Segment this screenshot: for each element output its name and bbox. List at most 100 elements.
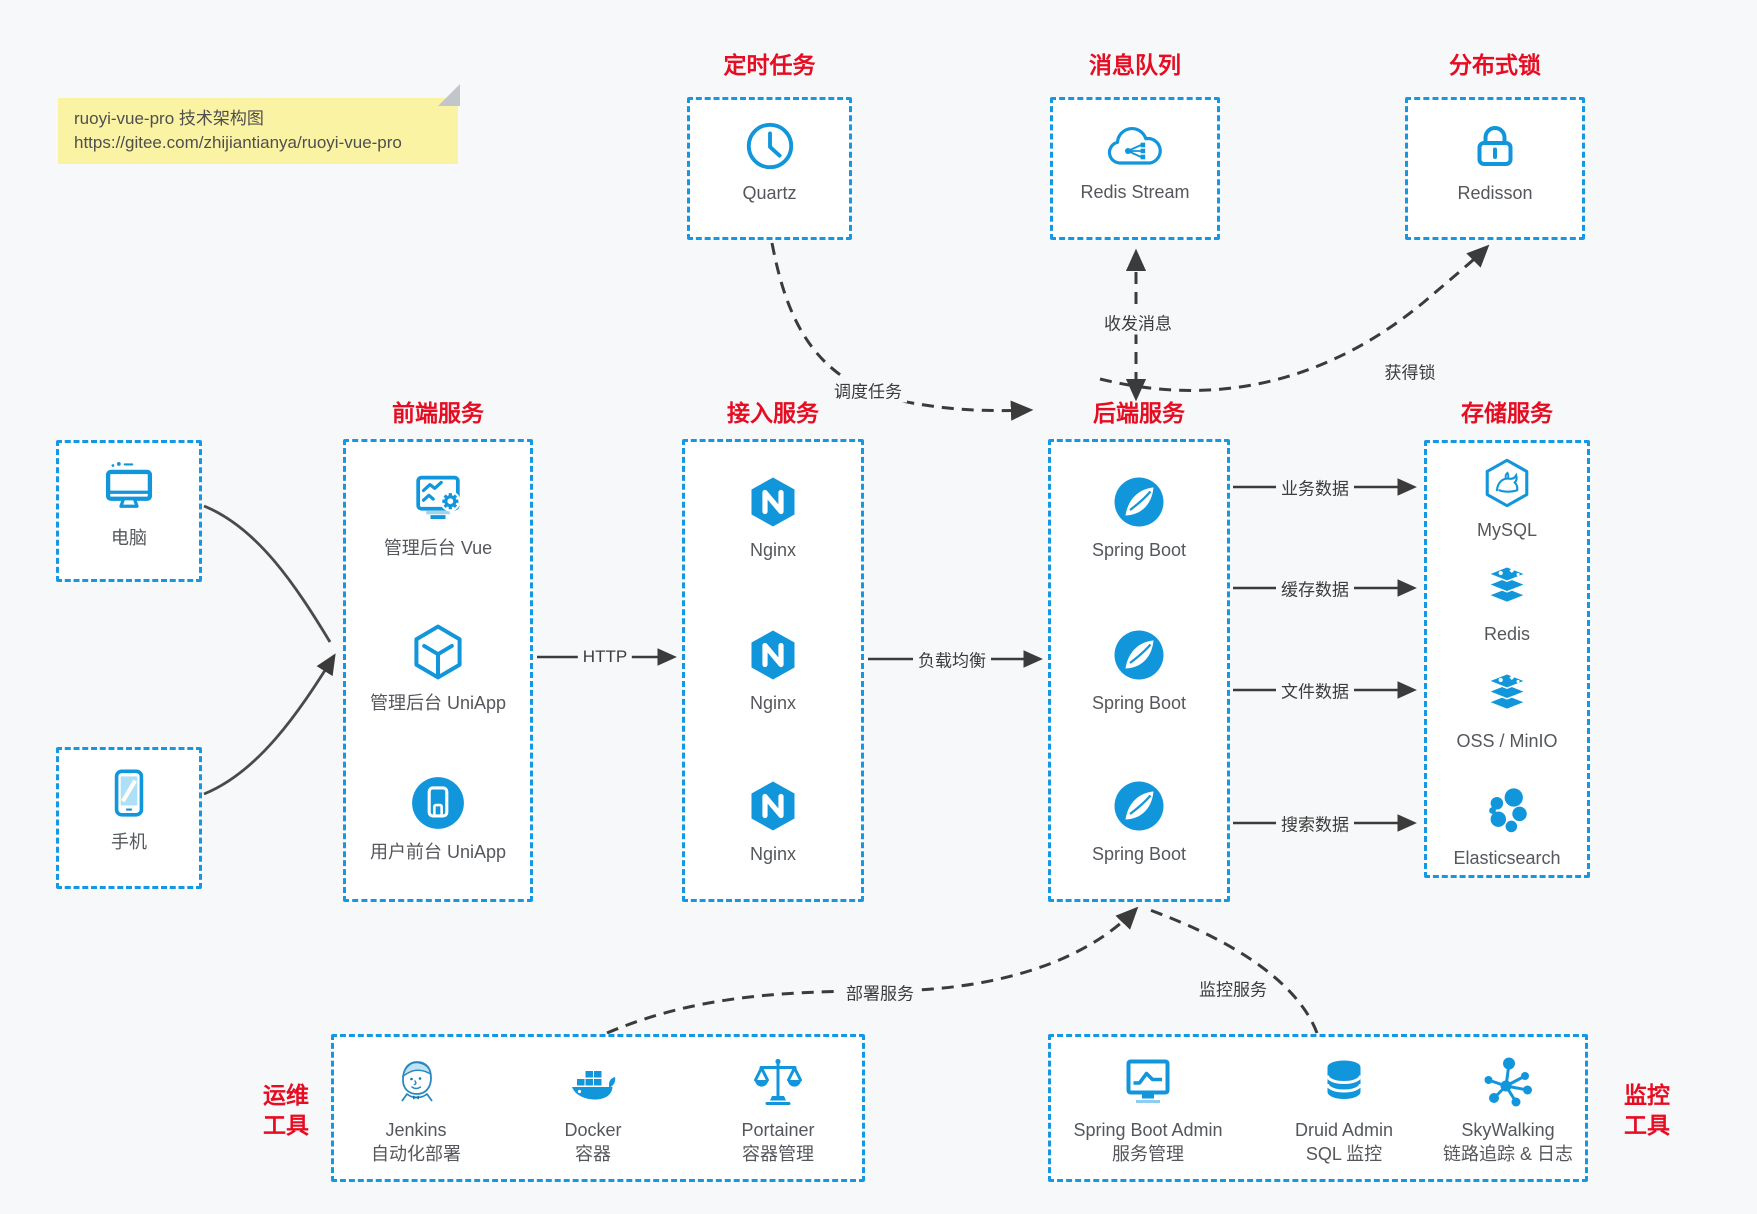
box-monitor-tools	[1048, 1034, 1588, 1182]
node-sublabel: 服务管理	[1112, 1144, 1184, 1164]
edge-label-cache-data: 缓存数据	[1276, 575, 1354, 601]
node-skywalking: SkyWalking 链路追踪 & 日志	[1423, 1054, 1593, 1166]
node-sublabel: 容器管理	[742, 1144, 814, 1164]
portainer-icon	[750, 1054, 806, 1110]
node-nginx-3: Nginx	[682, 778, 864, 866]
node-sublabel: SQL 监控	[1305, 1144, 1383, 1164]
box-storage	[1424, 440, 1590, 878]
node-druid-admin: Druid Admin SQL 监控	[1264, 1054, 1424, 1166]
box-redisson	[1405, 97, 1585, 240]
skywalking-icon	[1480, 1054, 1536, 1110]
node-label: SkyWalking	[1461, 1120, 1555, 1140]
node-admin-uniapp: 管理后台 UniApp	[343, 621, 533, 715]
node-user-uniapp: 用户前台 UniApp	[343, 774, 533, 864]
node-label: MySQL	[1476, 520, 1537, 540]
node-sublabel: 容器	[575, 1144, 611, 1164]
cloud-stream-icon	[1103, 122, 1167, 172]
spring-boot-admin-icon	[1120, 1054, 1176, 1110]
lock-icon	[1467, 117, 1523, 173]
edge-label-monitor-service: 监控服务	[1194, 975, 1272, 1001]
admin-vue-icon	[408, 468, 468, 528]
node-quartz: Quartz	[687, 119, 852, 205]
edge-phone-to-frontend	[203, 653, 336, 796]
cube-icon	[407, 621, 469, 683]
nginx-icon	[745, 778, 801, 834]
group-title-ops-tools: 运维 工具	[263, 1082, 309, 1138]
node-pc: 电脑	[56, 458, 202, 550]
group-title-access: 接入服务	[727, 400, 819, 426]
box-ops-tools	[331, 1034, 865, 1182]
node-label: 管理后台 UniApp	[369, 693, 507, 713]
node-label: 电脑	[111, 528, 147, 548]
jenkins-icon	[388, 1054, 444, 1110]
box-redis-stream	[1050, 97, 1220, 240]
elasticsearch-icon	[1480, 784, 1534, 838]
node-redis: Redis	[1424, 560, 1590, 646]
group-title-backend: 后端服务	[1093, 400, 1185, 426]
node-elasticsearch: Elasticsearch	[1424, 784, 1590, 870]
node-label: Quartz	[742, 183, 797, 203]
edge-label-send-receive-message: 收发消息	[1099, 309, 1177, 335]
node-label: 用户前台 UniApp	[369, 842, 507, 862]
node-admin-vue: 管理后台 Vue	[343, 468, 533, 560]
edge-label-http: HTTP	[577, 647, 633, 667]
docker-icon	[565, 1054, 621, 1110]
edge-label-acquire-lock: 获得锁	[1379, 358, 1441, 384]
druid-icon	[1316, 1054, 1372, 1110]
smartphone-icon	[100, 764, 158, 822]
oss-icon	[1480, 667, 1534, 721]
nginx-icon	[745, 627, 801, 683]
node-label: Redis	[1483, 624, 1531, 644]
node-label: Spring Boot	[1091, 844, 1187, 864]
node-label: Spring Boot Admin	[1073, 1120, 1223, 1140]
clock-icon	[743, 119, 797, 173]
node-portainer: Portainer 容器管理	[698, 1054, 858, 1166]
edge-label-deploy-service: 部署服务	[841, 979, 919, 1005]
spring-icon	[1111, 627, 1167, 683]
node-sublabel: 链路追踪 & 日志	[1442, 1144, 1573, 1164]
node-label: 管理后台 Vue	[383, 538, 493, 558]
node-label: Nginx	[749, 540, 797, 560]
spring-icon	[1111, 474, 1167, 530]
redis-icon	[1480, 560, 1534, 614]
edge-label-schedule-task: 调度任务	[829, 377, 907, 403]
node-jenkins: Jenkins 自动化部署	[336, 1054, 496, 1166]
node-label: 手机	[111, 832, 147, 852]
node-label: Jenkins	[385, 1120, 447, 1140]
node-label: Spring Boot	[1091, 693, 1187, 713]
group-title-message-queue: 消息队列	[1089, 52, 1181, 78]
edge-label-file-data: 文件数据	[1276, 677, 1354, 703]
node-oss-minio: OSS / MinIO	[1424, 667, 1590, 753]
node-label: OSS / MinIO	[1456, 731, 1558, 751]
spring-icon	[1111, 778, 1167, 834]
note-title: ruoyi-vue-pro 技术架构图	[74, 109, 264, 128]
group-title-scheduled-tasks: 定时任务	[723, 52, 816, 78]
edge-label-search-data: 搜索数据	[1276, 810, 1354, 836]
node-spring-boot-3: Spring Boot	[1048, 778, 1230, 866]
group-title-storage: 存储服务	[1461, 400, 1553, 426]
node-label: Elasticsearch	[1453, 848, 1561, 868]
group-title-monitor-tools: 监控 工具	[1624, 1082, 1670, 1138]
node-label: Nginx	[749, 693, 797, 713]
node-label: Portainer	[741, 1120, 815, 1140]
edge-label-business-data: 业务数据	[1276, 474, 1354, 500]
node-label: Nginx	[749, 844, 797, 864]
node-redis-stream: Redis Stream	[1050, 122, 1220, 204]
sticky-note: ruoyi-vue-pro 技术架构图 https://gitee.com/zh…	[58, 84, 460, 164]
node-spring-boot-1: Spring Boot	[1048, 474, 1230, 562]
group-title-frontend: 前端服务	[392, 400, 484, 426]
node-nginx-2: Nginx	[682, 627, 864, 715]
edge-label-load-balance: 负载均衡	[913, 646, 991, 672]
node-mysql: MySQL	[1424, 456, 1590, 542]
edge-deploy-service	[606, 906, 1139, 1035]
edge-pc-to-frontend	[203, 504, 332, 643]
user-app-icon	[409, 774, 467, 832]
group-title-distributed-lock: 分布式锁	[1449, 52, 1541, 78]
edge-monitor-service	[1149, 908, 1319, 1034]
node-spring-boot-2: Spring Boot	[1048, 627, 1230, 715]
desktop-icon	[99, 458, 159, 518]
node-redisson: Redisson	[1405, 117, 1585, 205]
node-label: Spring Boot	[1091, 540, 1187, 560]
node-sublabel: 自动化部署	[371, 1144, 461, 1164]
